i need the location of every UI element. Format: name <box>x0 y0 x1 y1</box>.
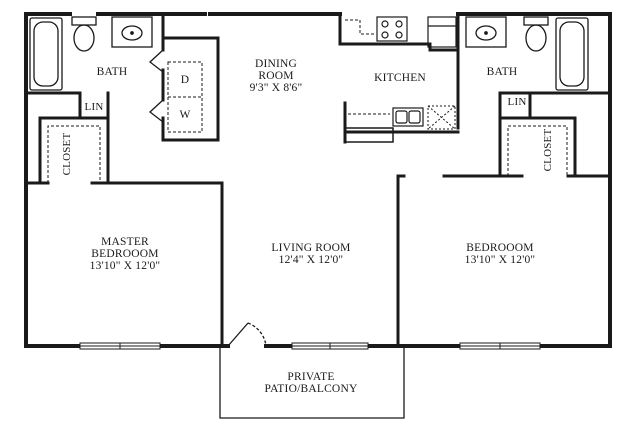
bathtub-right <box>555 17 589 91</box>
sink-right <box>465 16 507 48</box>
breakfast-bar <box>344 127 394 143</box>
washer-letter: W <box>179 109 191 121</box>
toilet-right <box>523 16 549 52</box>
master-bedroom-label: MASTER BEDROOOM 13'10" X 12'0" <box>90 236 161 272</box>
patio-outline <box>219 346 405 419</box>
lin-right-name: LIN <box>507 96 527 108</box>
bedroom-label: BEDROOOM 13'10" X 12'0" <box>465 242 536 266</box>
interior-walls <box>24 12 612 348</box>
closet-shelves <box>47 61 568 183</box>
closet-right-name: CLOSET <box>542 128 554 172</box>
dining-room-label: DINING ROOM 9'3" X 8'6" <box>250 58 303 94</box>
windows <box>79 342 541 350</box>
lin-left-name: LIN <box>84 101 104 113</box>
master-bedroom-size: 13'10" X 12'0" <box>89 260 161 272</box>
living-room-name: LIVING ROOM <box>271 242 351 254</box>
kitchen-upper-dashed <box>345 19 375 35</box>
kitchen-name: KITCHEN <box>374 72 426 84</box>
bath-right-label: BATH <box>487 66 518 78</box>
laundry-doors <box>148 49 164 123</box>
lin-left-label: LIN <box>85 101 104 113</box>
kitchen-sink <box>392 107 424 127</box>
bath-left-label: BATH <box>97 66 128 78</box>
washer-label: W <box>179 109 190 121</box>
closet-left-label: CLOSET <box>61 133 73 176</box>
patio-label: PRIVATE PATIO/BALCONY <box>265 371 358 395</box>
kitchen-label: KITCHEN <box>374 72 426 84</box>
dryer-label: D <box>181 74 190 86</box>
living-room-label: LIVING ROOM 12'4" X 12'0" <box>271 242 350 266</box>
exterior-walls <box>24 12 612 348</box>
refrigerator <box>427 16 457 48</box>
toilet-left <box>71 16 97 52</box>
patio-name: PRIVATE <box>287 371 335 383</box>
closet-left-name: CLOSET <box>61 132 73 176</box>
patio-door <box>227 322 267 347</box>
dining-room-name2: ROOM <box>258 70 294 82</box>
bath-left-name: BATH <box>96 66 128 78</box>
living-room-size: 12'4" X 12'0" <box>278 254 344 266</box>
bathtub-left <box>29 17 63 91</box>
dryer-letter: D <box>180 74 190 86</box>
master-bedroom-name2: BEDROOOM <box>91 248 159 260</box>
closet-right-label: CLOSET <box>542 129 554 172</box>
kitchen-range <box>376 16 408 42</box>
dishwasher <box>427 105 456 130</box>
dining-room-size: 9'3" X 8'6" <box>249 82 303 94</box>
sink-left <box>111 16 153 48</box>
bedroom-name: BEDROOOM <box>466 242 534 254</box>
dining-room-name: DINING <box>254 58 298 70</box>
master-bedroom-name: MASTER <box>101 236 149 248</box>
lin-right-label: LIN <box>508 96 527 108</box>
bedroom-size: 13'10" X 12'0" <box>464 254 536 266</box>
bath-right-name: BATH <box>486 66 518 78</box>
patio-name2: PATIO/BALCONY <box>264 383 358 395</box>
